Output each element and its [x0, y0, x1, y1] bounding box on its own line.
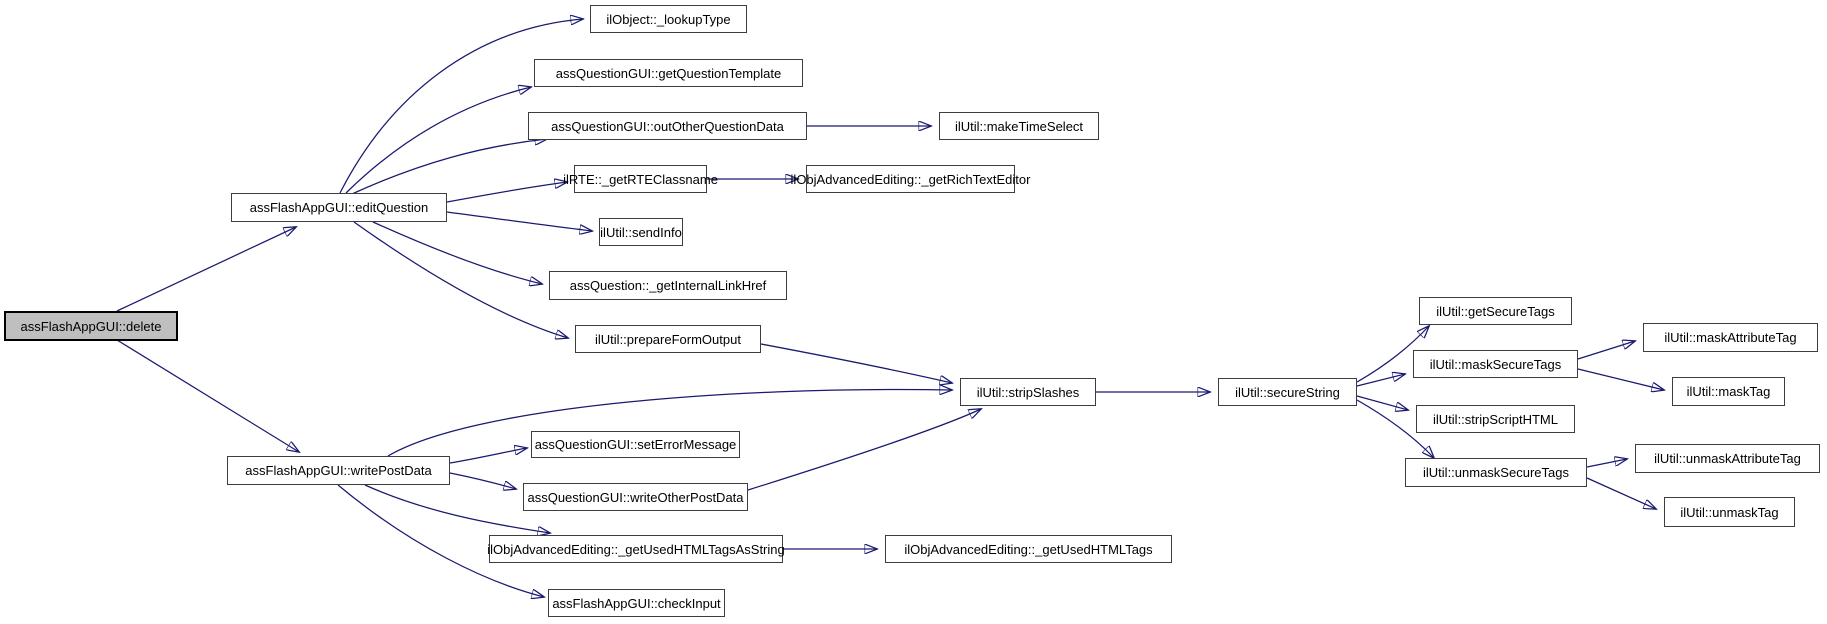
- edge-editquestion-to-outotherquestiondata: [351, 139, 547, 195]
- edge-writeotherpostdata-to-stripslashes: [747, 409, 981, 491]
- node-ilutil-unmasksecuretags[interactable]: ilUtil::unmaskSecureTags: [1405, 458, 1587, 487]
- node-ilutil-stripslashes[interactable]: ilUtil::stripSlashes: [960, 378, 1096, 406]
- edge-editquestion-to-prepareformoutput: [353, 221, 568, 338]
- node-ilutil-unmasktag[interactable]: ilUtil::unmaskTag: [1664, 497, 1795, 527]
- edge-writepostdata-to-getusedhtmltagsasstring: [364, 484, 550, 533]
- edge-delete-to-editquestion: [116, 227, 296, 312]
- node-ilutil-masktag[interactable]: ilUtil::maskTag: [1672, 377, 1785, 406]
- node-assflashappgui-delete: assFlashAppGUI::delete: [4, 311, 178, 341]
- node-ilutil-maskattributetag[interactable]: ilUtil::maskAttributeTag: [1643, 323, 1818, 352]
- node-assquestion-getinternallinkhref[interactable]: assQuestion::_getInternalLinkHref: [549, 271, 787, 300]
- edge-masksecuretags-to-maskattributetag: [1577, 341, 1635, 360]
- node-assquestiongui-outotherquestiondata[interactable]: assQuestionGUI::outOtherQuestionData: [528, 112, 807, 140]
- node-ilobject-lookuptype[interactable]: ilObject::_lookupType: [590, 5, 747, 33]
- edge-masksecuretags-to-masktag: [1577, 368, 1664, 390]
- node-assflashappgui-editquestion[interactable]: assFlashAppGUI::editQuestion: [231, 193, 447, 222]
- node-ilutil-getsecuretags[interactable]: ilUtil::getSecureTags: [1419, 297, 1572, 325]
- node-ilobjadvancedediting-getusedhtmltagsasstring[interactable]: ilObjAdvancedEditing::_getUsedHTMLTagsAs…: [487, 535, 785, 563]
- edge-editquestion-to-getrteclassname: [446, 182, 567, 203]
- edge-editquestion-to-sendinfo: [446, 211, 592, 231]
- node-ilutil-securestring[interactable]: ilUtil::secureString: [1218, 378, 1357, 406]
- edge-prepareformoutput-to-stripslashes: [760, 343, 952, 383]
- node-assquestiongui-getquestiontemplate[interactable]: assQuestionGUI::getQuestionTemplate: [534, 59, 803, 87]
- edge-writepostdata-to-seterrormessage: [449, 448, 527, 464]
- node-assflashappgui-checkinput[interactable]: assFlashAppGUI::checkInput: [548, 589, 725, 617]
- edge-unmasksecuretags-to-unmaskattributetag: [1586, 459, 1627, 468]
- node-assquestiongui-writeotherpostdata[interactable]: assQuestionGUI::writeOtherPostData: [523, 483, 748, 511]
- node-ilutil-masksecuretags[interactable]: ilUtil::maskSecureTags: [1413, 350, 1578, 378]
- edge-writepostdata-to-checkinput: [337, 484, 544, 597]
- edge-securestring-to-masksecuretags: [1356, 374, 1405, 387]
- edge-writepostdata-to-writeotherpostdata: [449, 472, 516, 489]
- edge-editquestion-to-lookuptype: [339, 19, 583, 194]
- node-ilutil-stripscripthtml[interactable]: ilUtil::stripScriptHTML: [1416, 405, 1575, 433]
- edge-securestring-to-getsecuretags: [1356, 326, 1429, 383]
- node-assquestiongui-seterrormessage[interactable]: assQuestionGUI::setErrorMessage: [531, 431, 740, 458]
- edge-editquestion-to-getquestiontemplate: [345, 87, 531, 194]
- node-ilutil-unmaskattributetag[interactable]: ilUtil::unmaskAttributeTag: [1635, 444, 1820, 473]
- node-ilutil-sendinfo[interactable]: ilUtil::sendInfo: [599, 218, 683, 246]
- node-ilrte-getrteclassname[interactable]: ilRTE::_getRTEClassname: [563, 165, 718, 193]
- node-ilutil-prepareformoutput[interactable]: ilUtil::prepareFormOutput: [575, 325, 761, 353]
- edge-delete-to-writepostdata: [116, 339, 299, 452]
- node-ilobjadvancedediting-getusedhtmltags[interactable]: ilObjAdvancedEditing::_getUsedHTMLTags: [885, 535, 1172, 563]
- edge-editquestion-to-getinternallinkhref: [372, 221, 542, 284]
- node-ilutil-maketimeselect[interactable]: ilUtil::makeTimeSelect: [939, 112, 1099, 140]
- node-ilobjadvancedediting-getrichtexteditor[interactable]: ilObjAdvancedEditing::_getRichTextEditor: [791, 165, 1030, 193]
- edge-securestring-to-unmasksecuretags: [1356, 399, 1434, 458]
- node-assflashappgui-writepostdata[interactable]: assFlashAppGUI::writePostData: [227, 456, 450, 485]
- edge-unmasksecuretags-to-unmasktag: [1586, 477, 1656, 509]
- edge-writepostdata-to-stripslashes: [387, 390, 952, 457]
- edge-securestring-to-stripscripthtml: [1356, 395, 1408, 410]
